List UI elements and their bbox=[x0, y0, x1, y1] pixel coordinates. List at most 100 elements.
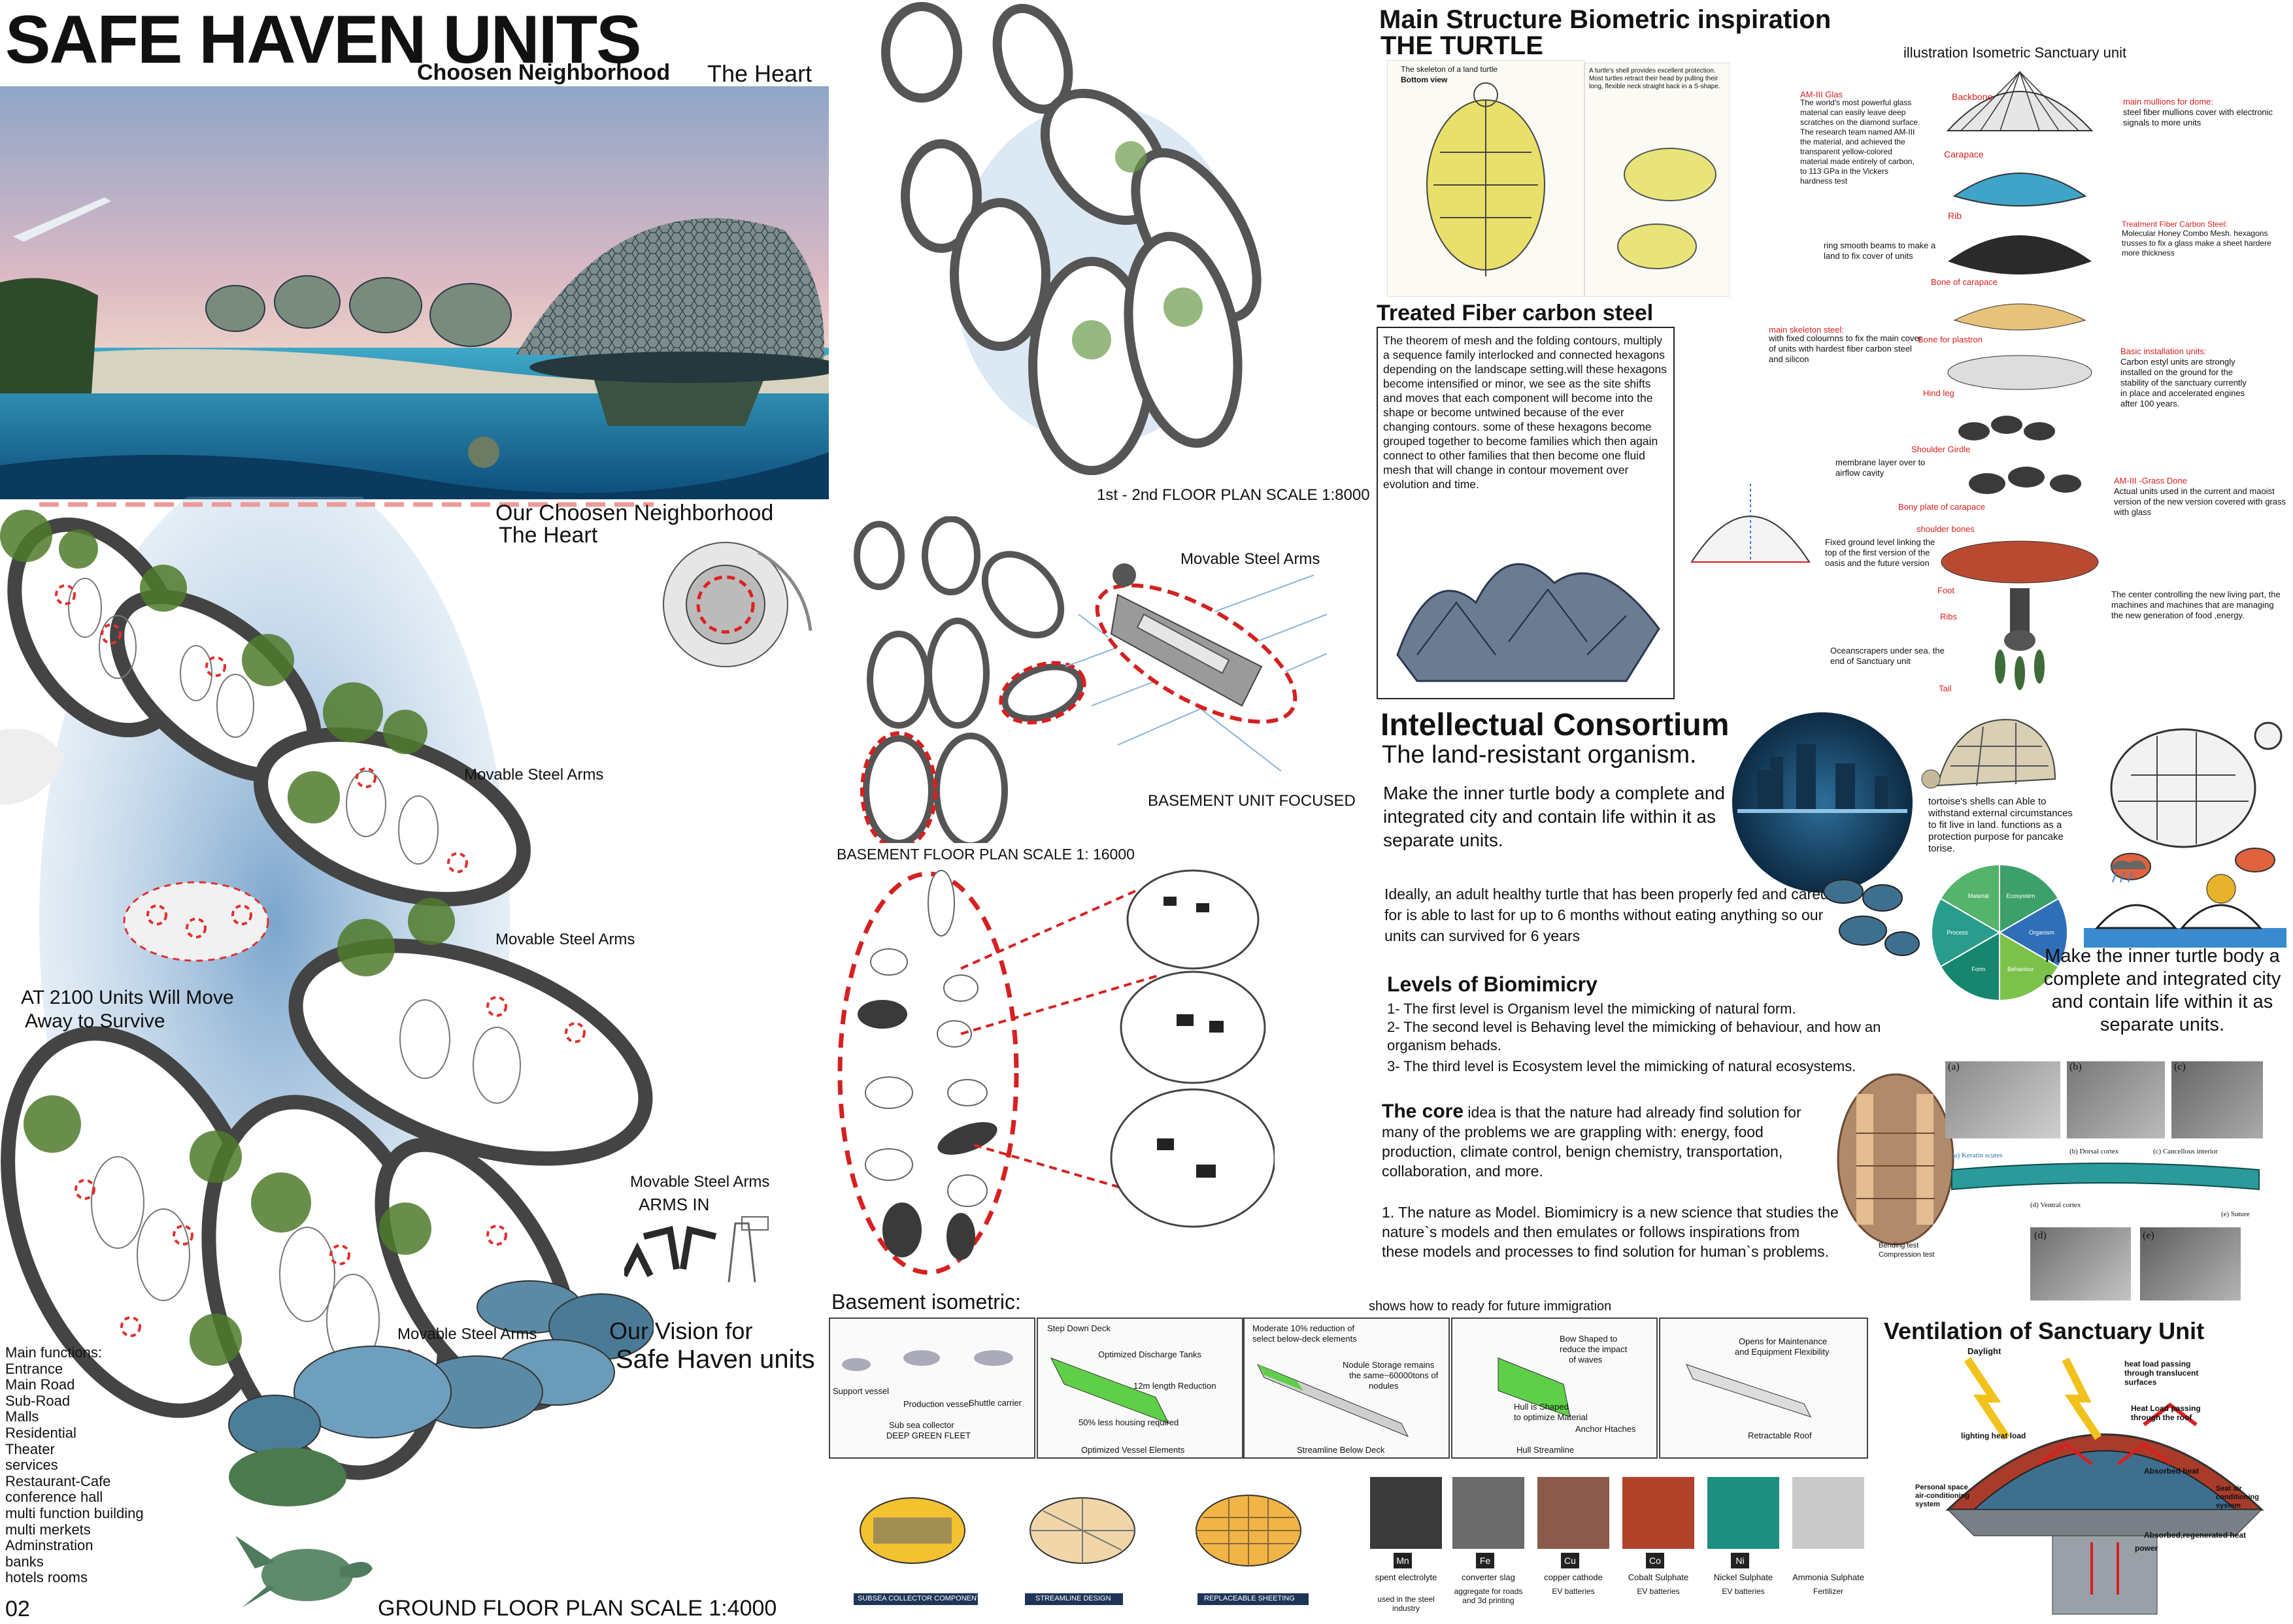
dome-climate-sketch bbox=[2084, 856, 2286, 948]
component-label-bar bbox=[1025, 1593, 1123, 1605]
pie-slice-label: Behaviour bbox=[2007, 966, 2034, 972]
material-use: Fertilizer bbox=[1813, 1587, 1843, 1596]
part-label: Rib bbox=[1948, 210, 1962, 221]
iso-caption: Optimized Vessel Elements bbox=[1081, 1445, 1185, 1455]
function-item: Malls bbox=[5, 1408, 39, 1425]
micro-img bbox=[1945, 1061, 2060, 1138]
iso-caption: the same~60000tons of bbox=[1349, 1370, 1439, 1380]
iso-caption: and Equipment Flexibility bbox=[1735, 1347, 1830, 1357]
material-use: EV batteries bbox=[1637, 1587, 1680, 1596]
pie-slice bbox=[1999, 863, 2060, 934]
materials-strip: Mn Fe Cu Co Ni spent electrolyte convert… bbox=[1370, 1477, 1873, 1621]
material-swatch bbox=[1792, 1477, 1864, 1549]
iso-caption: Retractable Roof bbox=[1748, 1431, 1812, 1440]
iso-caption: reduce the impact bbox=[1560, 1344, 1628, 1354]
neighborhood-value: The Heart bbox=[707, 60, 812, 87]
part-label: Bony plate of carapace bbox=[1898, 502, 1985, 512]
material-symbol-badge: Cu bbox=[1561, 1553, 1579, 1568]
nature-model-paragraph: 1. The nature as Model. Biomimicry is a … bbox=[1382, 1204, 1839, 1260]
function-item: multi merkets bbox=[5, 1521, 91, 1538]
micro-label: (d) bbox=[2034, 1230, 2047, 1241]
iso-caption: DEEP GREEN FLEET bbox=[886, 1431, 971, 1440]
material-name: Cobalt Sulphate bbox=[1628, 1572, 1689, 1582]
function-item: multi function building bbox=[5, 1504, 144, 1521]
material-use: used in the steel industry bbox=[1377, 1595, 1435, 1613]
fiber-text: The theorem of mesh and the folding cont… bbox=[1383, 334, 1667, 491]
iso-caption: Support vessel bbox=[833, 1386, 889, 1396]
callout-title: Basic installation units: bbox=[2120, 346, 2207, 356]
pie-slice-label: Material bbox=[1968, 893, 1989, 899]
upper-floor-plan bbox=[869, 0, 1262, 484]
shell-test-legend: Bending test bbox=[1879, 1242, 1919, 1250]
callout-text: Actual units used in the current and mao… bbox=[2114, 486, 2286, 517]
material-swatch bbox=[1622, 1477, 1694, 1549]
callout-text: Carbon estyl units are strongly installe… bbox=[2120, 357, 2247, 408]
function-item: Entrance bbox=[5, 1360, 63, 1377]
pie-slice-label: Organism bbox=[2029, 929, 2054, 936]
neighborhood-key-map bbox=[660, 539, 814, 670]
callout-text: with fixed colournns to fix the main cov… bbox=[1769, 333, 1922, 364]
iso-caption: Sub sea collector bbox=[889, 1420, 954, 1430]
shell-section-diagram bbox=[1951, 1163, 2260, 1191]
material-name: converter slag bbox=[1462, 1572, 1515, 1582]
pie-slice-label: Ecosystem bbox=[2006, 893, 2035, 899]
callout-title: AM-III Glas bbox=[1800, 90, 1843, 99]
turtle-skeleton-image: The skeleton of a land turtle Bottom vie… bbox=[1387, 60, 1584, 297]
function-item: Sub-Road bbox=[5, 1392, 71, 1409]
hero-render-image bbox=[0, 86, 829, 499]
material-swatch bbox=[1370, 1477, 1442, 1549]
movable-arms-label-3: Movable Steel Arms bbox=[630, 1173, 770, 1191]
basement-unit-focused bbox=[1065, 536, 1328, 784]
iso-panel-hull: Bow Shaped to reduce the impact of waves… bbox=[1451, 1317, 1658, 1459]
material-swatch bbox=[1537, 1477, 1609, 1549]
movable-arms-label-2: Movable Steel Arms bbox=[495, 931, 635, 948]
iso-caption: Anchor Htaches bbox=[1575, 1424, 1636, 1434]
micro-label: (e) bbox=[2143, 1230, 2154, 1241]
make-inner-text: Make the inner turtle body a complete an… bbox=[1383, 783, 1725, 850]
ventilation-diagram: Daylight heat load passing through trans… bbox=[1909, 1346, 2288, 1621]
iso-caption: to optimize Material bbox=[1514, 1412, 1588, 1422]
iso-caption: Optimized Discharge Tanks bbox=[1098, 1350, 1201, 1359]
vision-line2: Safe Haven units bbox=[616, 1345, 815, 1374]
intellectual-title: Intellectual Consortium bbox=[1381, 708, 1730, 742]
ground-floor-plan bbox=[0, 464, 755, 1608]
iso-panel-vessel: Step Down Deck Optimized Discharge Tanks… bbox=[1037, 1317, 1243, 1459]
iso-caption: Nodule Storage remains bbox=[1343, 1360, 1435, 1370]
streamline-label: STREAMLINE DESIGN bbox=[1035, 1595, 1111, 1602]
movable-arms-label-1: Movable Steel Arms bbox=[464, 766, 604, 784]
iso-caption: nodules bbox=[1369, 1381, 1399, 1391]
main-structure-title-text: Main Structure Biometric inspiration bbox=[1379, 5, 1832, 34]
iso-caption: Step Down Deck bbox=[1047, 1323, 1111, 1333]
function-item: Residential bbox=[5, 1424, 76, 1441]
movable-arms-focused-label: Movable Steel Arms bbox=[1180, 550, 1320, 568]
future-immigration-note: shows how to ready for future immigratio… bbox=[1369, 1299, 1612, 1314]
vent-label: heat load passing through translucent su… bbox=[2124, 1359, 2199, 1387]
iso-panel-deck: Moderate 10% reduction of select below-d… bbox=[1243, 1317, 1450, 1459]
callout-title: main skeleton steel: bbox=[1769, 325, 1844, 335]
ventilation-title: Ventilation of Sanctuary Unit bbox=[1884, 1317, 2205, 1344]
callout-text: Molecular Honey Combo Mesh. hexagons tru… bbox=[2122, 229, 2271, 257]
pie-slice bbox=[1998, 897, 2068, 968]
underwater-city-image bbox=[1731, 711, 1914, 894]
dome-diagram bbox=[1679, 457, 1829, 588]
micro-img bbox=[2140, 1227, 2241, 1301]
micro-caption: (b) Dorsal cortex bbox=[2069, 1148, 2119, 1155]
iso-caption: Opens for Maintenance bbox=[1739, 1336, 1828, 1346]
vent-label: Seat air conditioning system bbox=[2216, 1485, 2259, 1510]
callout-title: AM-III -Grass Done bbox=[2114, 476, 2187, 486]
exploded-axonometric bbox=[1935, 65, 2105, 706]
callout-text: steel fiber mullions cover with electron… bbox=[2123, 107, 2273, 127]
the-heart-label: The Heart bbox=[499, 523, 598, 548]
function-item: banks bbox=[5, 1553, 44, 1570]
make-inner-text-2: Make the inner turtle body a complete an… bbox=[2043, 946, 2281, 1035]
tortoise-image bbox=[1918, 707, 2068, 812]
micro-caption: (c) Cancellous interior bbox=[2153, 1148, 2218, 1155]
subsea-collector-image bbox=[847, 1478, 978, 1589]
component-label-bar bbox=[1197, 1593, 1309, 1605]
pie-slice-label: Process bbox=[1947, 929, 1968, 936]
vent-label: Personal space air-conditioning system bbox=[1915, 1483, 1970, 1508]
neighborhood-label: Choosen Neighborhood bbox=[417, 60, 671, 85]
material-use: EV batteries bbox=[1722, 1587, 1765, 1596]
fiber-mesh-image bbox=[1396, 563, 1660, 682]
